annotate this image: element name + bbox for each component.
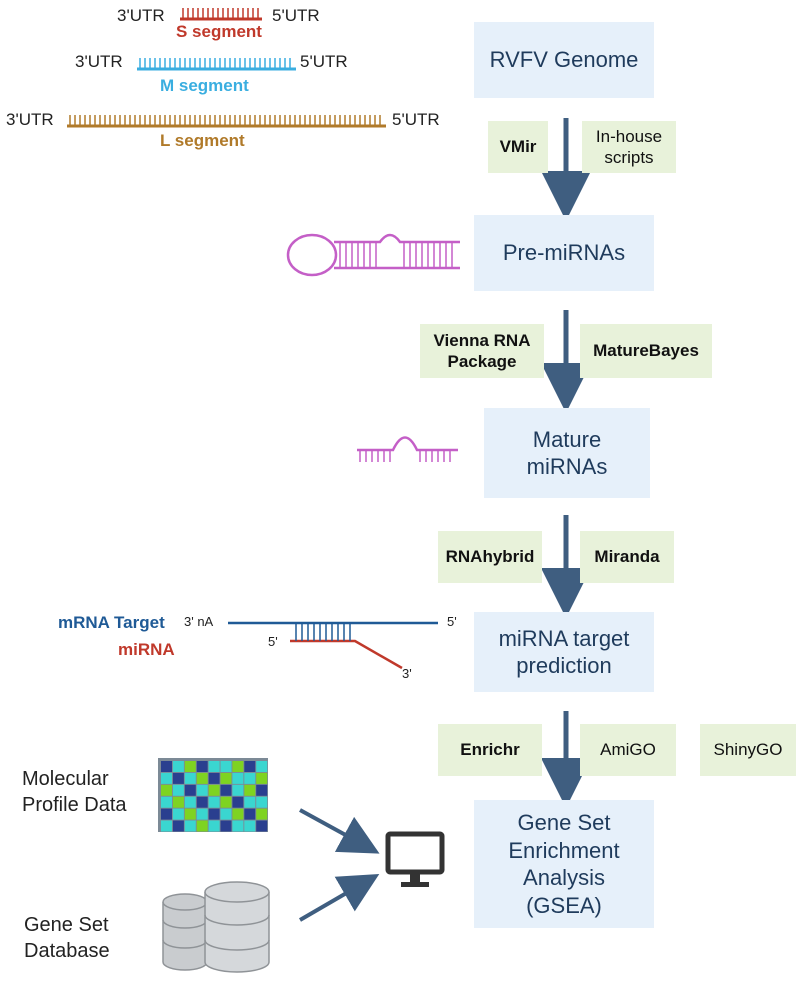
tool-miranda: Miranda <box>580 531 674 583</box>
tool-amigo: AmiGO <box>580 724 676 776</box>
gene-set-database-icon <box>162 881 270 973</box>
mirna-three-prime-label: 3' <box>402 666 412 681</box>
step-gsea: Gene Set Enrichment Analysis (GSEA) <box>474 800 654 928</box>
tool-vmir: VMir <box>488 121 548 173</box>
profile-to-computer-arrow <box>299 808 380 854</box>
mirna-five-prime-label: 5' <box>268 634 278 649</box>
s-segment-5utr: 5'UTR <box>272 6 320 25</box>
l-segment-3utr: 3'UTR <box>6 110 54 129</box>
step-mature-mirnas: Mature miRNAs <box>484 408 650 498</box>
tool-enrichr: Enrichr <box>438 724 542 776</box>
molecular-profile-heatmap-icon <box>158 758 268 832</box>
s-segment-3utr: 3'UTR <box>117 6 165 25</box>
l-segment-strand <box>67 115 386 128</box>
m-segment-strand <box>137 58 296 71</box>
mirna-label: miRNA <box>118 640 175 659</box>
gene-set-database-label: Gene Set Database <box>24 914 110 962</box>
molecular-profile-label: Molecular Profile Data <box>22 768 127 816</box>
s-segment-strand <box>180 8 262 21</box>
tool-in-house-scripts: In-house scripts <box>582 121 676 173</box>
tool-shinygo: ShinyGO <box>700 724 796 776</box>
mrna-target-label: mRNA Target <box>58 613 165 632</box>
computer-monitor-icon <box>385 831 445 887</box>
mrna-three-prime-label: 3' nA <box>184 614 214 629</box>
m-segment-5utr: 5'UTR <box>300 52 348 71</box>
tool-maturebayes: MatureBayes <box>580 324 712 378</box>
step-mirna-target-prediction: miRNA target prediction <box>474 612 654 692</box>
s-segment-name: S segment <box>176 22 262 41</box>
database-to-computer-arrow <box>298 873 380 922</box>
mrna-five-prime-label: 5' <box>447 614 457 629</box>
tool-rnahybrid: RNAhybrid <box>438 531 542 583</box>
l-segment-name: L segment <box>160 131 245 150</box>
l-segment-5utr: 5'UTR <box>392 110 440 129</box>
m-segment-3utr: 3'UTR <box>75 52 123 71</box>
step-pre-mirnas: Pre-miRNAs <box>474 215 654 291</box>
mature-mirna-icon <box>357 436 458 462</box>
m-segment-name: M segment <box>160 76 249 95</box>
mrna-mirna-hybrid-icon <box>228 621 438 670</box>
tool-vienna-rna-package: Vienna RNA Package <box>420 324 544 378</box>
pre-mirna-hairpin-icon <box>286 233 460 277</box>
step-rvfv-genome: RVFV Genome <box>474 22 654 98</box>
